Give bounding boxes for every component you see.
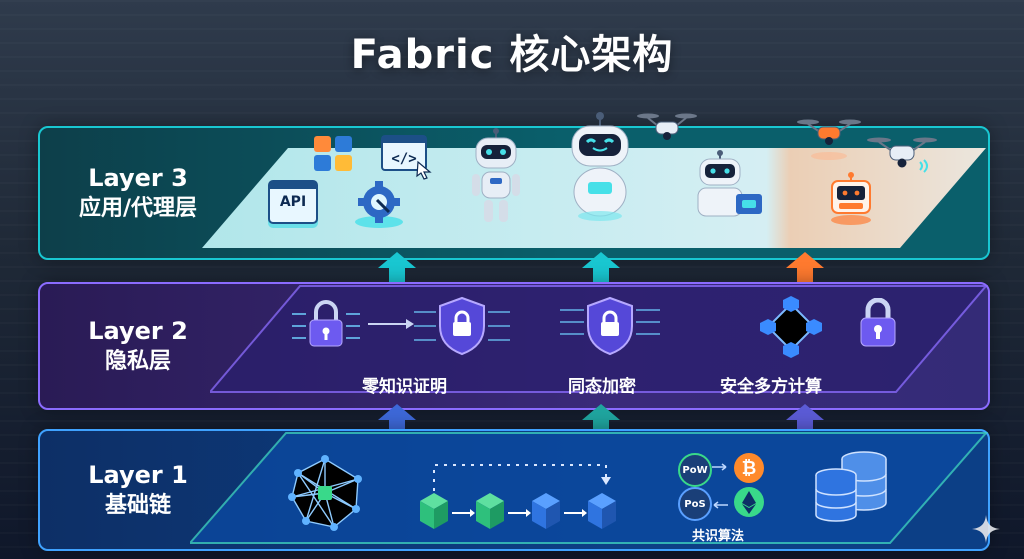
robot-laptop-icon xyxy=(690,150,766,222)
network-icon xyxy=(748,294,834,360)
blockchain-icon xyxy=(414,451,624,533)
drone-icon xyxy=(866,132,938,182)
page-title: Fabric 核心架构 xyxy=(0,22,1024,80)
caption-zero-knowledge-proof: 零知识证明 xyxy=(362,372,447,397)
api-icon: API xyxy=(268,180,318,224)
network-icon xyxy=(284,453,366,533)
api-icon-label: API xyxy=(270,189,316,215)
apps-icon xyxy=(310,134,358,174)
bitcoin-icon: ₿ xyxy=(732,451,766,485)
drone-icon xyxy=(636,108,698,150)
layer-2-name: Layer 2 xyxy=(88,315,188,347)
layer-1-desc: 基础链 xyxy=(105,491,171,521)
layer-3-name: Layer 3 xyxy=(88,162,188,194)
ethereum-icon xyxy=(732,485,766,519)
pos-badge-label: PoS xyxy=(684,499,705,510)
layer-3-label: Layer 3 应用/代理层 xyxy=(58,128,218,258)
layer-1-panel: Layer 1 基础链 xyxy=(38,429,990,551)
pos-badge: PoS xyxy=(678,487,712,521)
caption-consensus-algorithm: 共识算法 xyxy=(692,525,744,544)
layer-2-label: Layer 2 隐私层 xyxy=(58,284,218,408)
arrow-up-l2-l3-left xyxy=(378,252,416,286)
robot-head-icon xyxy=(560,112,640,222)
layer-2-desc: 隐私层 xyxy=(105,347,171,377)
lock-icon xyxy=(288,298,364,354)
shield-lock-icon xyxy=(558,294,662,358)
caption-secure-multiparty-computation: 安全多方计算 xyxy=(720,372,822,397)
robot-terminal-icon xyxy=(826,172,876,226)
pow-badge-label: PoW xyxy=(682,465,707,476)
gear-icon xyxy=(352,178,406,230)
layer-3-desc: 应用/代理层 xyxy=(79,194,197,224)
layer-2-panel: Layer 2 隐私层 xyxy=(38,282,990,410)
code-window-icon: </> xyxy=(380,132,436,180)
arrow-up-l2-l3-middle xyxy=(582,252,620,286)
drone-icon xyxy=(796,114,862,162)
arrow-up-l2-l3-right xyxy=(786,252,824,286)
caption-homomorphic-encryption: 同态加密 xyxy=(568,372,636,397)
pow-badge: PoW xyxy=(678,453,712,487)
shield-lock-icon xyxy=(412,294,512,358)
zk-flow-arrow xyxy=(368,318,414,330)
sparkle-icon xyxy=(972,515,1000,543)
svg-text:₿: ₿ xyxy=(742,458,757,479)
svg-text:</>: </> xyxy=(391,151,416,167)
robot-icon xyxy=(466,128,526,228)
database-icon xyxy=(810,449,894,527)
consensus-arrows xyxy=(708,461,732,511)
layer-1-name: Layer 1 xyxy=(88,459,188,491)
layer-3-panel: Layer 3 应用/代理层 API xyxy=(38,126,990,260)
lock-icon xyxy=(858,298,898,348)
